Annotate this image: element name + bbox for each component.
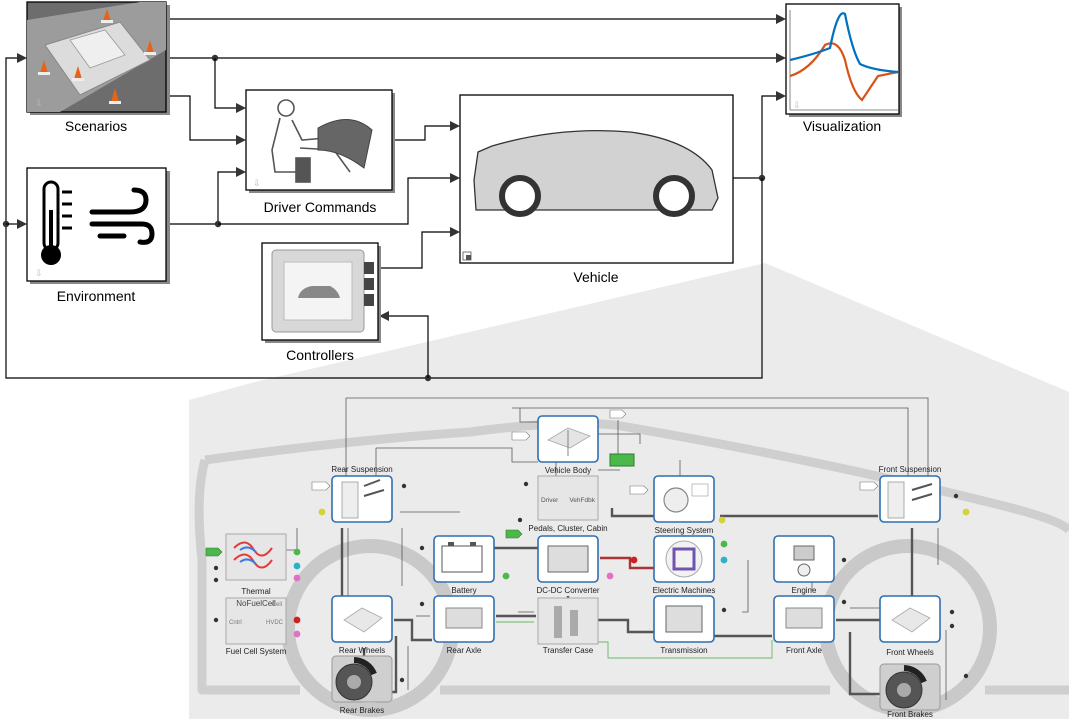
zoom-background bbox=[189, 263, 1069, 719]
transmission-label: Transmission bbox=[660, 646, 707, 655]
pedals-cluster-cabin-block[interactable]: Driver VehFdbk Pedals, Cluster, Cabin bbox=[528, 475, 608, 533]
scenarios-block[interactable]: ⇩ Scenarios bbox=[26, 1, 170, 134]
thermometer-icon bbox=[41, 180, 72, 265]
scenarios-label: Scenarios bbox=[65, 118, 127, 134]
front-axle-label: Front Axle bbox=[786, 646, 823, 655]
transfer-case-block[interactable]: Transfer Case bbox=[537, 597, 599, 655]
vehicle-subsystem-lines bbox=[286, 397, 947, 700]
thermal-block[interactable]: Thermal bbox=[205, 533, 301, 596]
electric-machines-label: Electric Machines bbox=[653, 586, 716, 595]
svg-text:⇩: ⇩ bbox=[35, 268, 43, 278]
vehicle-block[interactable]: Vehicle bbox=[459, 94, 734, 285]
fuel-cell-port-ctrl: Cntrl bbox=[229, 620, 242, 626]
fuel-cell-port-cell: Cell bbox=[272, 602, 282, 608]
rear-axle-label: Rear Axle bbox=[447, 646, 482, 655]
engine-block[interactable]: Engine bbox=[773, 535, 835, 595]
plot-series-orange bbox=[789, 42, 899, 102]
thermal-label: Thermal bbox=[241, 587, 271, 596]
fuel-cell-port-hvdc: HVDC bbox=[266, 620, 284, 626]
controllers-label: Controllers bbox=[286, 347, 354, 363]
battery-label: Battery bbox=[451, 586, 476, 595]
front-suspension-block[interactable]: Front Suspension bbox=[859, 465, 970, 523]
transmission-block[interactable]: Transmission bbox=[653, 595, 715, 655]
port-dots bbox=[213, 481, 969, 683]
steering-system-block[interactable]: Steering System bbox=[629, 475, 726, 535]
rear-suspension-block[interactable]: Rear Suspension bbox=[311, 465, 393, 523]
vehicle-subsystem: Vehicle Body Rear Suspension Front Suspe… bbox=[205, 409, 970, 719]
vehicle-body-block[interactable]: Vehicle Body bbox=[511, 409, 635, 475]
front-suspension-label: Front Suspension bbox=[879, 465, 942, 474]
front-axle-block[interactable]: Front Axle bbox=[773, 595, 835, 655]
fuel-cell-system-block[interactable]: NoFuelCell Cell Cntrl HVDC Fuel Cell Sys… bbox=[225, 597, 301, 656]
dcdc-label: DC-DC Converter bbox=[536, 586, 599, 595]
engine-label: Engine bbox=[792, 586, 817, 595]
battery-block[interactable]: Battery bbox=[433, 529, 523, 595]
rear-wheels-block[interactable]: Rear Wheels bbox=[331, 595, 393, 655]
rear-brakes-label: Rear Brakes bbox=[340, 706, 384, 715]
rear-axle-block[interactable]: Rear Axle bbox=[433, 595, 495, 655]
pedals-label: Pedals, Cluster, Cabin bbox=[528, 524, 607, 533]
driver-commands-block[interactable]: ⇩ Driver Commands bbox=[245, 89, 395, 215]
top-level-signals bbox=[2, 14, 786, 382]
electric-machines-block[interactable]: Electric Machines bbox=[630, 535, 728, 595]
fuel-cell-label: Fuel Cell System bbox=[226, 647, 287, 656]
svg-text:⇩: ⇩ bbox=[793, 100, 801, 110]
steering-wheel-icon bbox=[317, 119, 373, 169]
vehicle-body-label: Vehicle Body bbox=[545, 466, 591, 475]
plot-series-blue bbox=[789, 12, 899, 74]
front-wheels-label: Front Wheels bbox=[886, 648, 934, 657]
environment-label: Environment bbox=[57, 288, 136, 304]
visualization-label: Visualization bbox=[803, 118, 881, 134]
front-brakes-block[interactable]: Front Brakes bbox=[879, 663, 941, 719]
environment-block[interactable]: ⇩ Environment bbox=[26, 167, 170, 304]
vehicle-body-output-tag bbox=[609, 453, 635, 467]
transfer-case-label: Transfer Case bbox=[543, 646, 594, 655]
rear-brakes-block[interactable]: Rear Brakes bbox=[331, 655, 393, 715]
svg-text:⇩: ⇩ bbox=[253, 178, 261, 188]
cone-icons bbox=[38, 9, 156, 104]
dcdc-converter-block[interactable]: DC-DC Converter bbox=[536, 535, 614, 595]
vehicle-silhouette bbox=[194, 419, 1069, 695]
link-arrow-icon: ⇩ bbox=[35, 98, 43, 108]
front-brakes-label: Front Brakes bbox=[887, 710, 933, 719]
fuel-cell-variant: NoFuelCell bbox=[236, 599, 276, 608]
pedals-driver-port: Driver bbox=[541, 497, 559, 504]
rear-wheels-label: Rear Wheels bbox=[339, 646, 385, 655]
steering-system-label: Steering System bbox=[655, 526, 714, 535]
rear-suspension-label: Rear Suspension bbox=[331, 465, 392, 474]
wind-icon bbox=[89, 187, 155, 245]
controllers-block[interactable]: Controllers bbox=[261, 242, 381, 363]
pedals-vehfdbk-port: VehFdbk bbox=[569, 497, 595, 504]
front-wheels-block[interactable]: Front Wheels bbox=[879, 595, 941, 657]
vehicle-label: Vehicle bbox=[573, 269, 618, 285]
visualization-block[interactable]: ⇩ Visualization bbox=[785, 3, 902, 134]
driver-commands-label: Driver Commands bbox=[264, 199, 377, 215]
